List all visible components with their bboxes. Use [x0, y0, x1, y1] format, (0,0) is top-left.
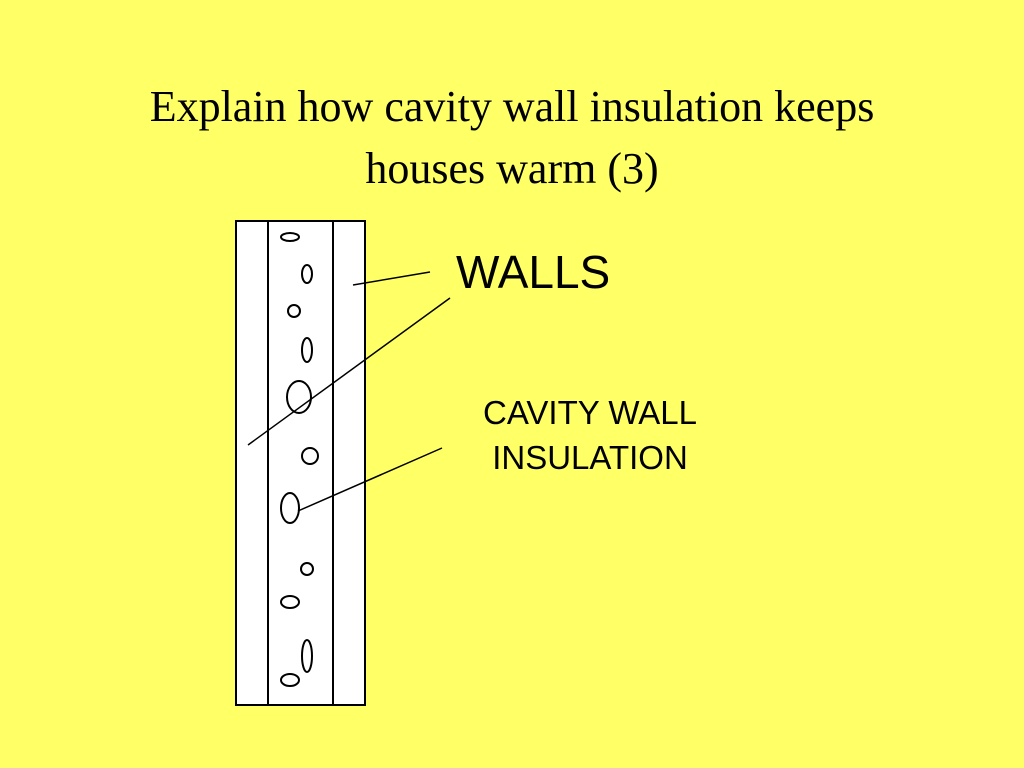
insulation-bubble	[300, 562, 314, 576]
slide-title: Explain how cavity wall insulation keeps…	[0, 76, 1024, 200]
insulation-bubble	[287, 304, 301, 318]
walls-leader-line-outer	[352, 271, 431, 286]
walls-leader-line-inner	[247, 297, 451, 446]
title-line-2: houses warm (3)	[365, 144, 659, 193]
insulation-bubble	[280, 673, 300, 687]
insulation-bubble	[280, 595, 300, 609]
wall-outline	[235, 220, 366, 706]
insulation-bubble	[301, 639, 313, 673]
insulation-leader-line	[297, 447, 443, 512]
insulation-bubbles	[280, 232, 319, 687]
insulation-bubble	[286, 380, 312, 414]
title-line-1: Explain how cavity wall insulation keeps	[149, 82, 875, 131]
insulation-label-line-1: CAVITY WALL	[483, 394, 697, 431]
insulation-bubble	[301, 264, 313, 284]
cavity-wall-insulation-label: CAVITY WALL INSULATION	[420, 390, 760, 480]
insulation-bubble	[280, 492, 300, 524]
walls-label: WALLS	[456, 246, 611, 298]
insulation-bubble	[280, 232, 300, 242]
insulation-bubble	[301, 447, 319, 465]
insulation-bubble	[301, 337, 313, 363]
insulation-label-line-2: INSULATION	[492, 439, 688, 476]
